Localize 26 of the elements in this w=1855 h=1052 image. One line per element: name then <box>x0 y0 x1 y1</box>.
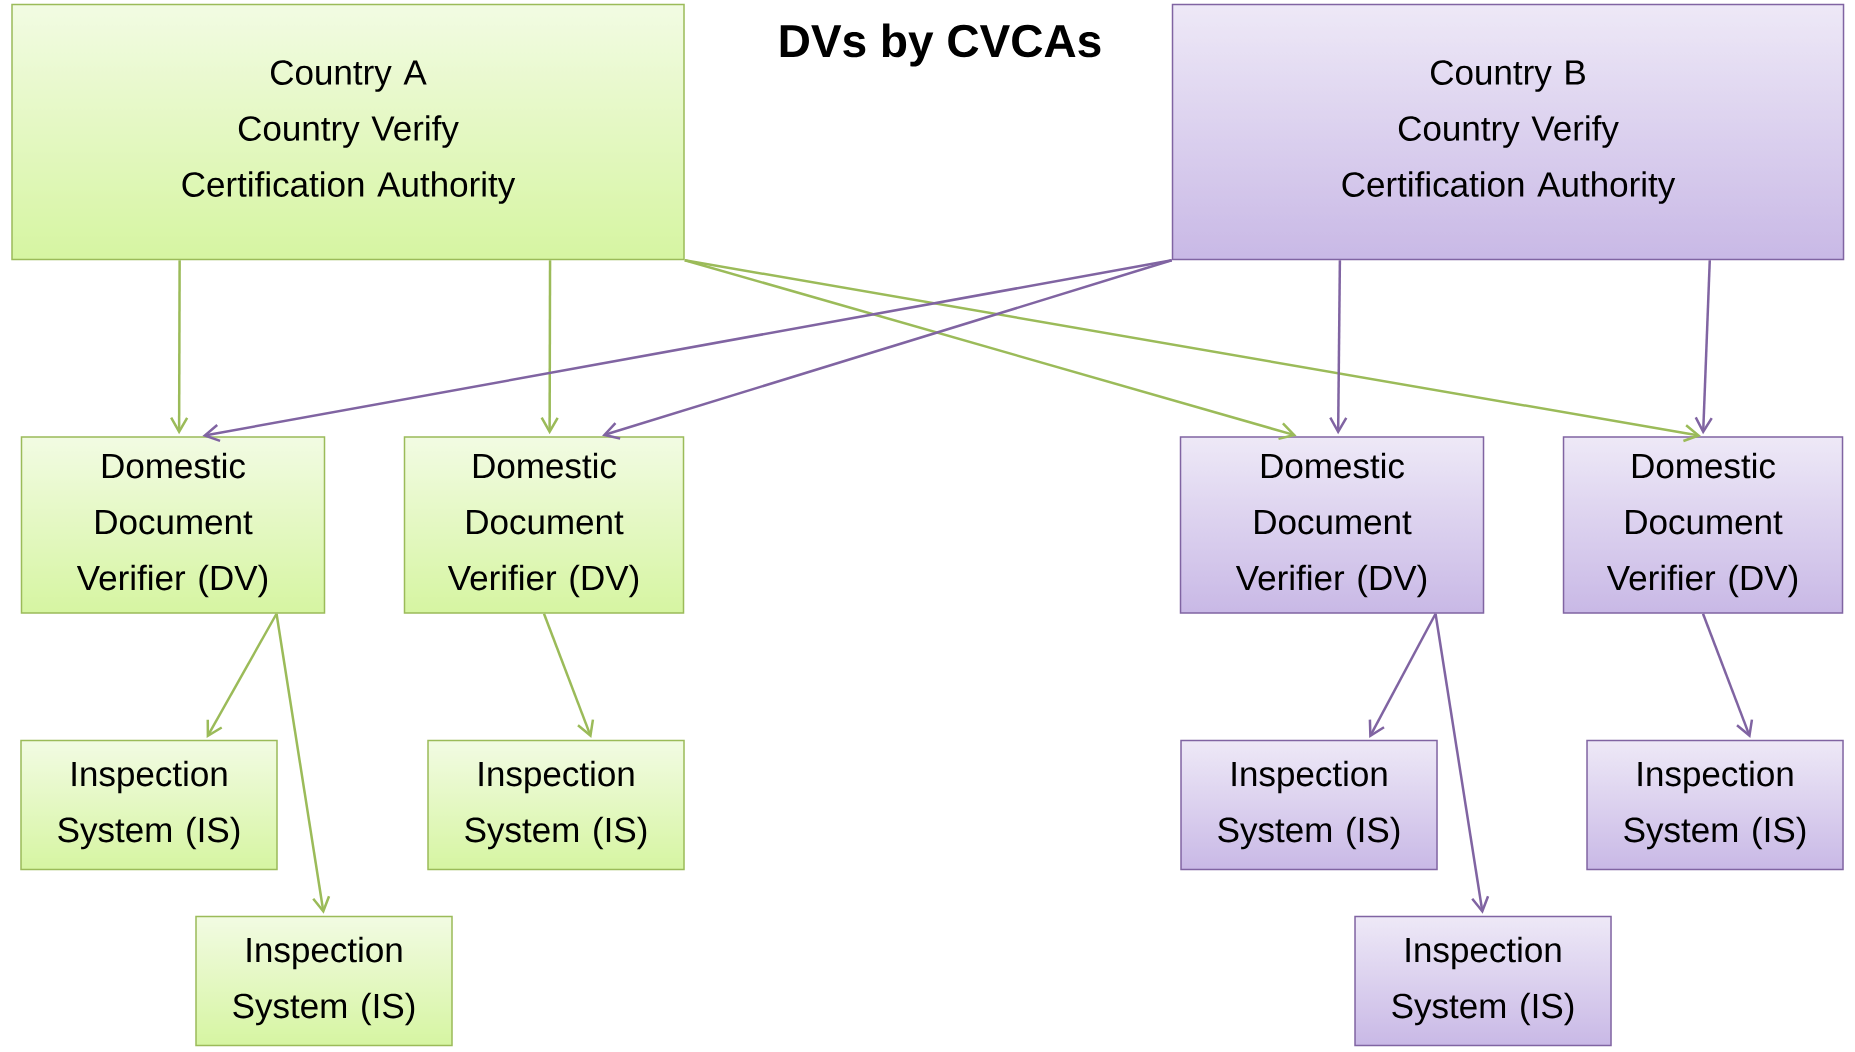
arrow <box>1694 260 1713 435</box>
arrow <box>540 260 559 435</box>
verifier-box: Domestic Document Verifier (DV) <box>20 436 326 614</box>
title: DVs by CVCAs <box>780 23 1101 67</box>
inspection-box: Inspection System (IS) <box>1586 739 1844 871</box>
inspection-box: Inspection System (IS) <box>427 739 685 871</box>
inspection-box: Inspection System (IS) <box>195 915 453 1047</box>
arrow <box>602 259 1173 440</box>
arrow <box>202 259 1172 442</box>
arrow <box>1434 613 1490 914</box>
arrow <box>206 613 278 738</box>
arrow <box>170 260 189 435</box>
verifier-box: Domestic Document Verifier (DV) <box>403 436 685 614</box>
verifier-box: Domestic Document Verifier (DV) <box>1179 436 1485 614</box>
inspection-box: Inspection System (IS) <box>1180 739 1438 871</box>
inspection-box: Inspection System (IS) <box>1354 915 1612 1047</box>
authority-box: Country B Country Verify Certification Authority <box>1171 3 1845 261</box>
arrow <box>1368 613 1437 738</box>
arrow <box>275 613 331 914</box>
arrow <box>684 259 1702 443</box>
verifier-box: Domestic Document Verifier (DV) <box>1562 436 1844 614</box>
inspection-box: Inspection System (IS) <box>20 739 278 871</box>
arrow <box>1329 260 1348 435</box>
arrow <box>542 613 595 738</box>
arrow <box>1701 613 1754 738</box>
authority-box: Country A Country Verify Certification Authority <box>11 3 685 261</box>
